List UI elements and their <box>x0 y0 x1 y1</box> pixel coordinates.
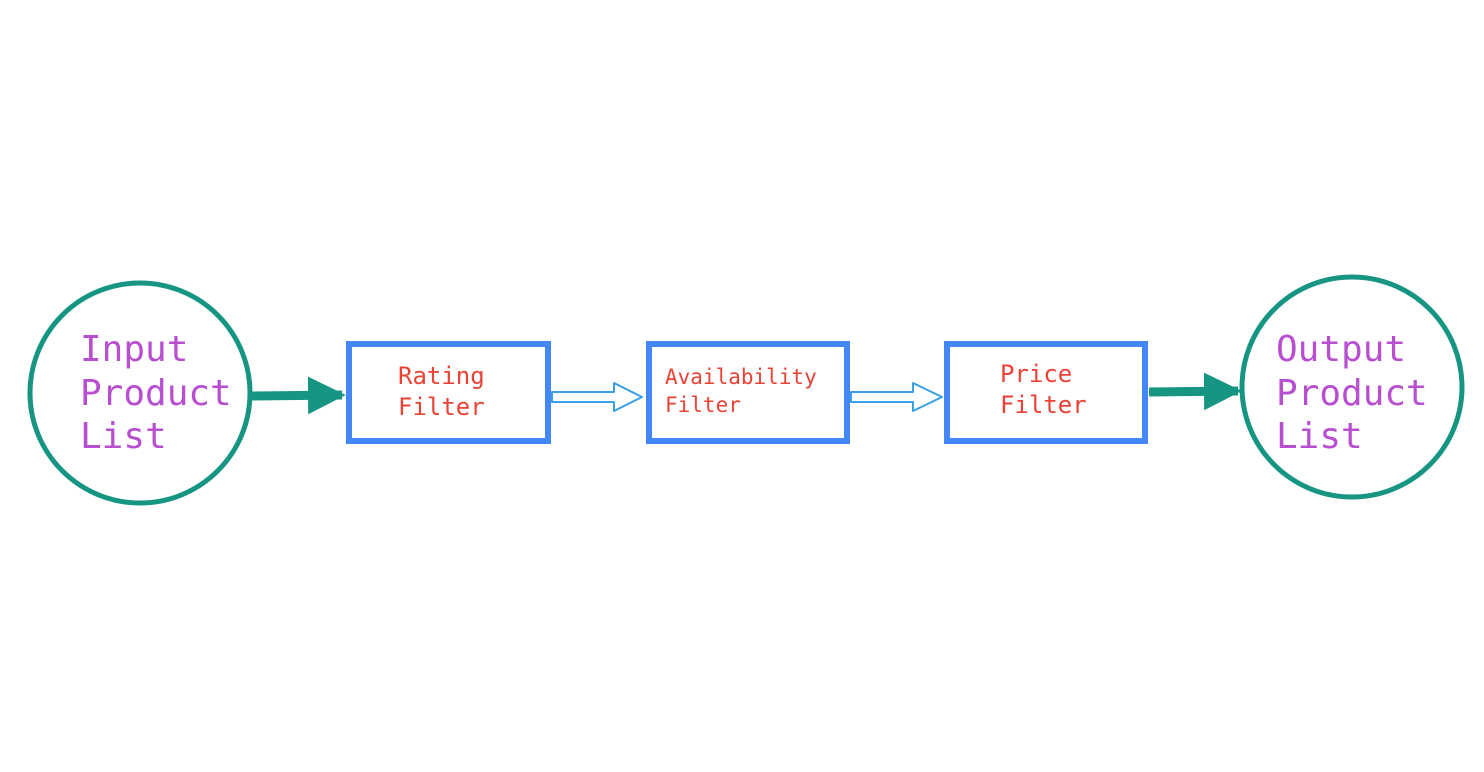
rating-filter-node: Rating Filter <box>346 341 551 444</box>
output-label-line1: Output <box>1276 329 1406 370</box>
availability-filter-box <box>646 341 850 444</box>
input-node: Input Product List <box>27 280 253 506</box>
rating-filter-line2: Filter <box>398 393 485 421</box>
availability-filter-line1: Availability <box>665 365 817 389</box>
output-node: Output Product List <box>1239 274 1465 500</box>
input-label-line1: Input <box>80 329 188 370</box>
availability-filter-node: Availability Filter <box>646 341 850 444</box>
svg-text:Input Product List: Input Product List <box>80 329 253 457</box>
arrow-input-to-rating <box>251 376 346 415</box>
svg-text:Rating Filter: Rating Filter <box>398 362 499 421</box>
price-filter-line1: Price <box>1000 360 1072 388</box>
rating-filter-box <box>346 341 551 444</box>
rating-filter-line1: Rating <box>398 362 485 390</box>
arrow-availability-to-price <box>850 382 943 412</box>
input-label-line3: List <box>80 416 167 457</box>
output-circle <box>1239 274 1465 500</box>
svg-text:Price Filter: Price Filter <box>1000 360 1087 419</box>
svg-text:Availability Filter: Availability Filter <box>665 365 829 417</box>
availability-filter-line2: Filter <box>665 393 741 417</box>
input-label-line2: Product <box>80 373 232 414</box>
price-filter-box <box>944 341 1148 444</box>
arrow-price-to-output <box>1148 372 1242 411</box>
svg-text:Output Product Lis: Output Product List <box>1276 329 1449 457</box>
input-circle <box>27 280 253 506</box>
price-filter-node: Price Filter <box>944 341 1148 444</box>
price-filter-line2: Filter <box>1000 391 1087 419</box>
output-label-line3: List <box>1276 416 1363 457</box>
arrow-rating-to-availability <box>551 382 643 412</box>
output-label-line2: Product <box>1276 373 1428 414</box>
